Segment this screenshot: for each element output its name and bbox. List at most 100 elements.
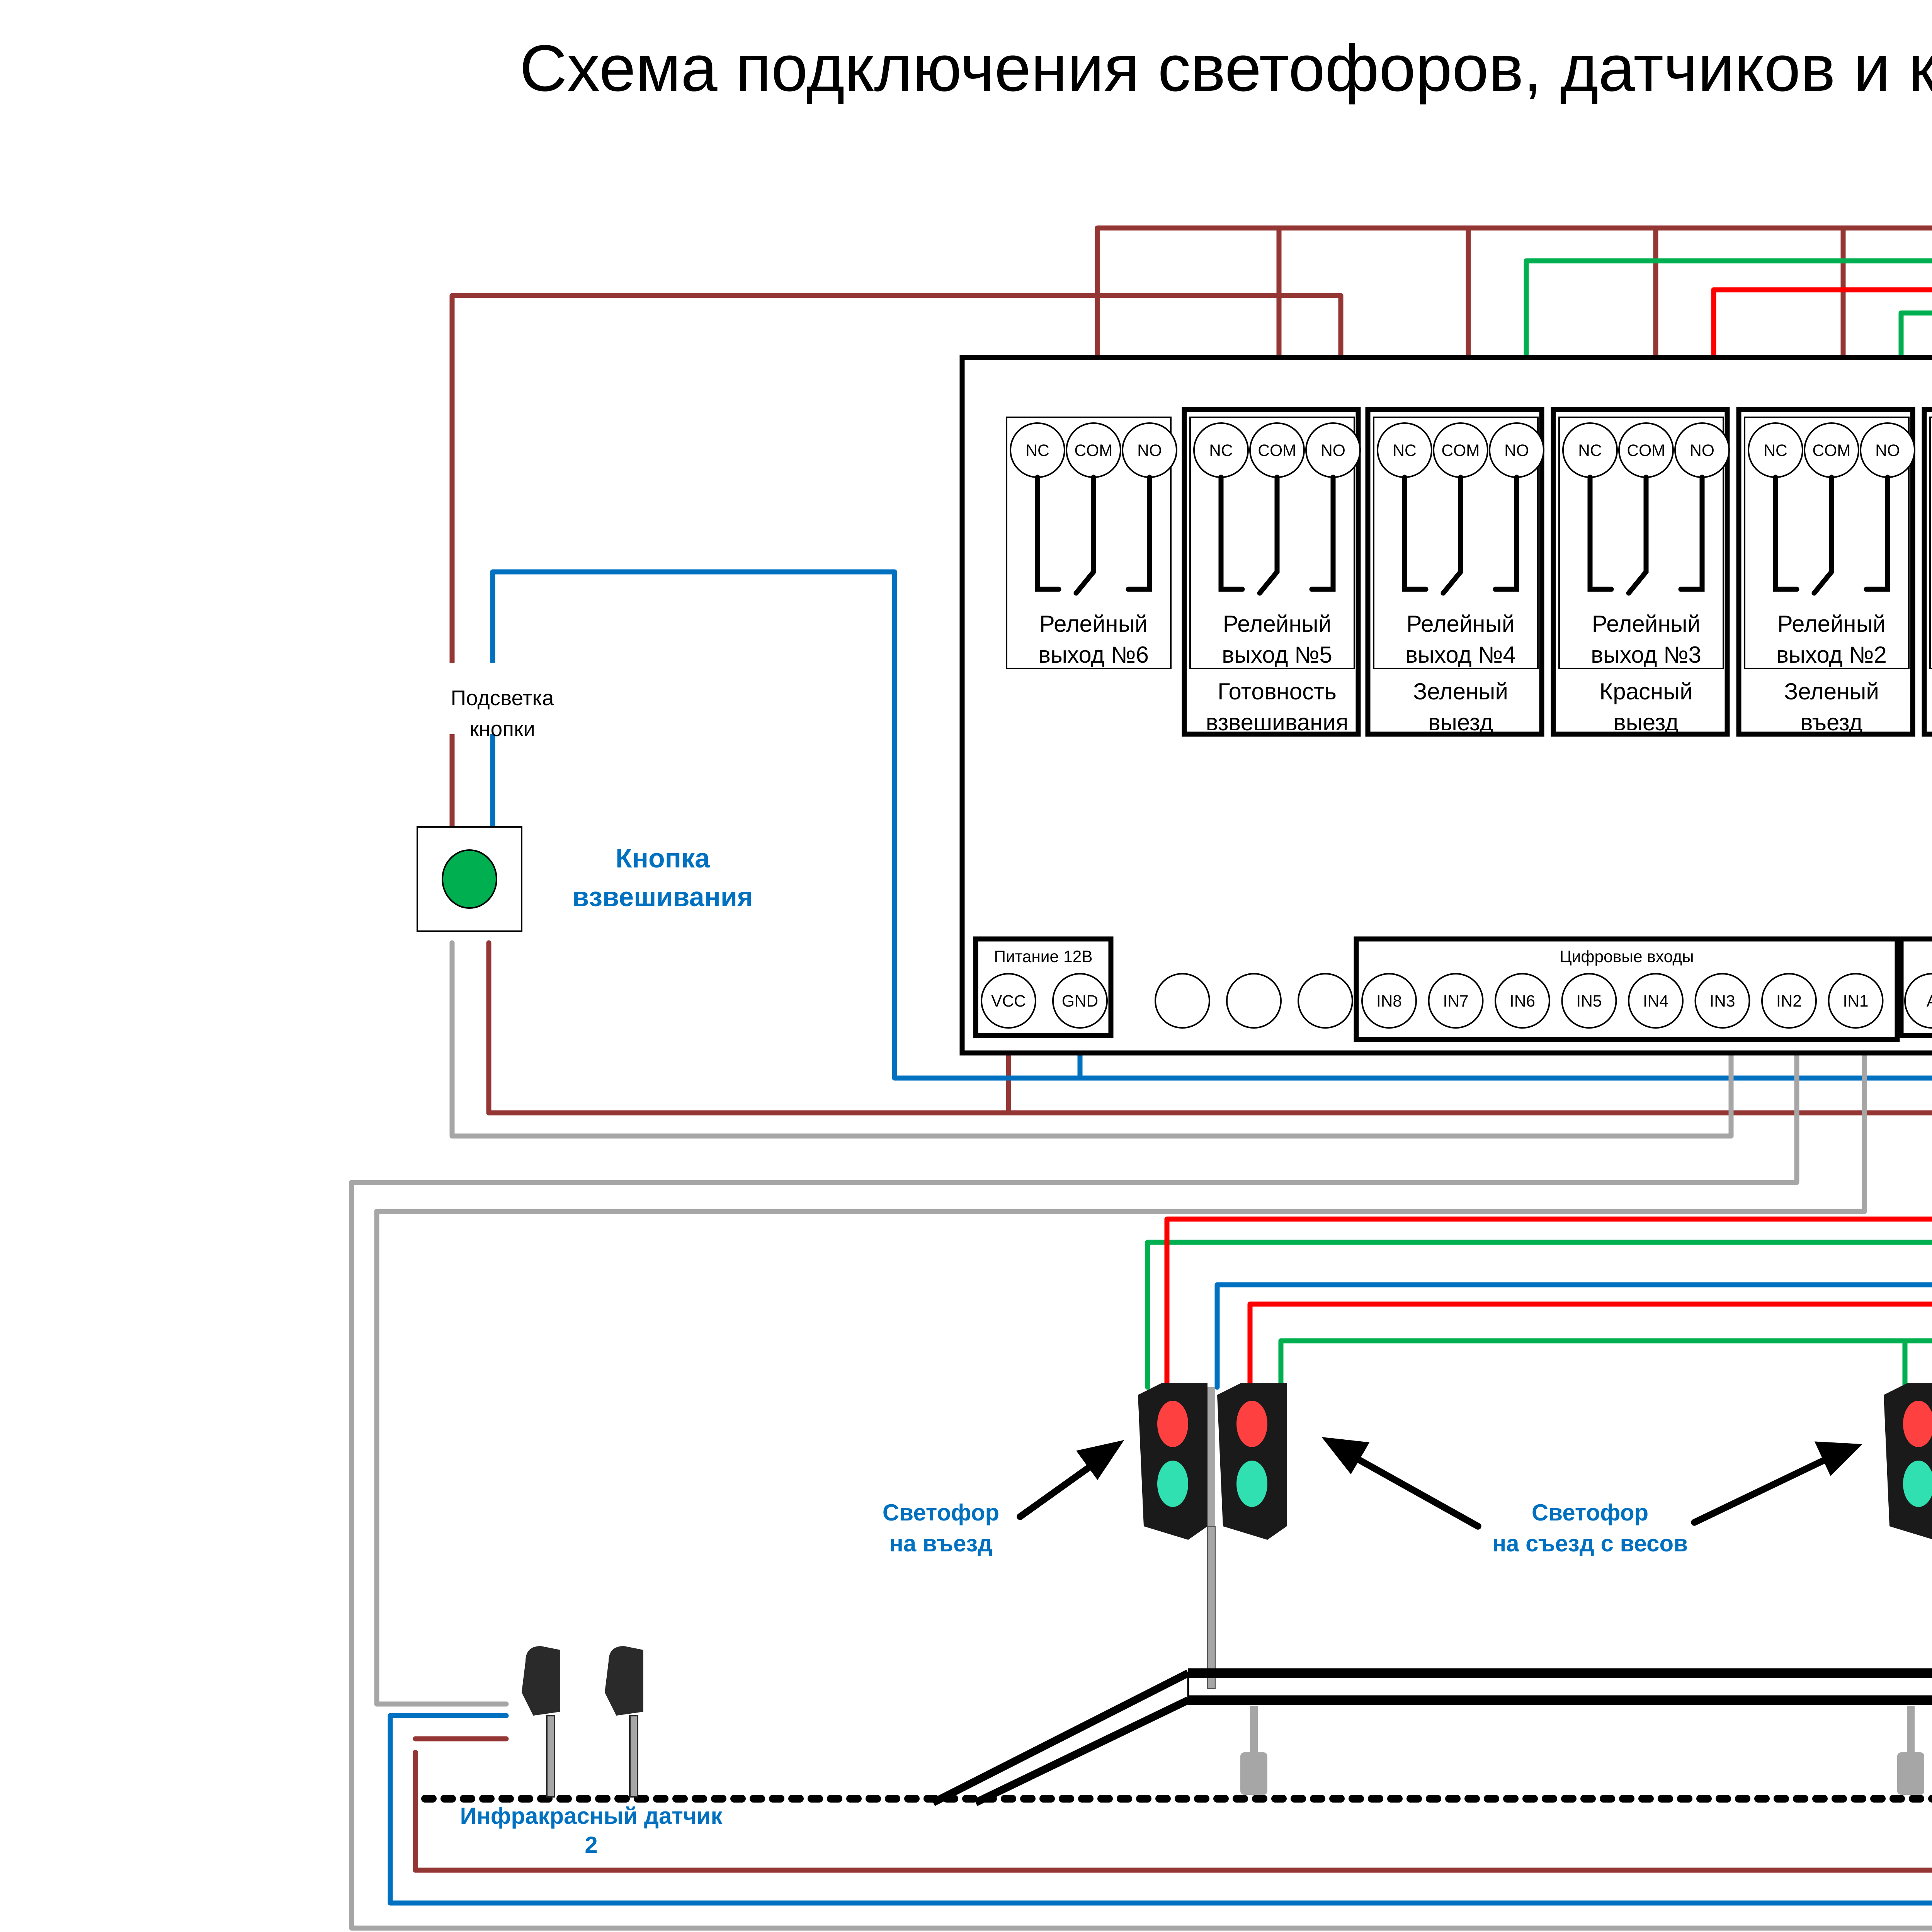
rs485-block: RS-485 AABB [1898, 936, 1932, 1038]
weighing-button-assembly: Подсветка кнопки Кнопка взвешивания [417, 663, 753, 932]
ir-sensor-post [629, 1715, 638, 1798]
terminal-in5 [1561, 973, 1617, 1029]
traffic-lights [1138, 1383, 1932, 1689]
terminal-in6 [1495, 973, 1550, 1029]
terminal-unused-3 [1298, 973, 1353, 1029]
backlight-label-2: кнопки [469, 717, 535, 741]
sensor2-label-1: Инфракрасный датчик [460, 1803, 723, 1829]
terminal-label: COM [1074, 442, 1112, 460]
ramp-left-inner [974, 1696, 1190, 1806]
button-label-1: Кнопка [616, 843, 710, 873]
weighing-button[interactable] [442, 849, 497, 909]
terminal-label: COM [1627, 442, 1665, 460]
contact-com [1626, 474, 1649, 596]
wire-grey-in1-sensor2 [374, 1052, 1867, 1707]
terminal-label: NO [1690, 442, 1714, 460]
wire-brown-relay5-no [449, 293, 1344, 830]
terminal-gnd-label: GND [1062, 992, 1098, 1010]
terminal-label: A [1927, 992, 1932, 1010]
wires [349, 225, 1932, 1931]
relay-label-1: Релейный [1223, 611, 1331, 637]
contact-no [1126, 474, 1152, 592]
contact-no [1309, 474, 1336, 592]
terminal-vcc [981, 973, 1036, 1029]
terminal-label: NO [1321, 442, 1345, 460]
green-lamp [1157, 1461, 1188, 1507]
backlight-label-1: Подсветка [451, 686, 554, 710]
wire-blue-sensor-psu [388, 1713, 1932, 1906]
relay-inner-frame [1929, 417, 1932, 669]
power-12v-block: Питание 12В VCC GND [973, 936, 1114, 1038]
wire-brown-top-bus [1095, 225, 1932, 416]
label-entry-left-2: на въезд [889, 1531, 993, 1556]
terminal-label: NC [1764, 442, 1787, 460]
terminal-label: NO [1504, 442, 1529, 460]
ir-sensor [522, 1646, 560, 1798]
arrow-exit-to-left [1343, 1449, 1481, 1530]
contact-no [1493, 474, 1519, 592]
terminal-label: IN7 [1443, 992, 1468, 1010]
sensor2-label-2: 2 [585, 1832, 597, 1858]
arrows [1017, 1437, 1863, 1530]
contact-nc [1402, 474, 1429, 592]
terminal-label: NC [1578, 442, 1602, 460]
relay-function-1: Зеленый [1784, 679, 1879, 704]
contact-com [1073, 474, 1096, 596]
red-lamp [1157, 1401, 1188, 1447]
relay-function-1: Красный [1599, 679, 1692, 704]
terminal-in1 [1828, 973, 1884, 1029]
relay-label-1: Релейный [1777, 611, 1886, 637]
relay-function-2: взвешивания [1206, 709, 1349, 735]
terminal-vcc-label: VCC [991, 992, 1026, 1010]
wire-blue-gnd-bus [490, 569, 1932, 1081]
wire-grey-in2-sensor2 [349, 1052, 1932, 1931]
load-cell-left [1240, 1752, 1267, 1795]
page-title: Схема подключения светофоров, датчиков и… [520, 32, 1932, 105]
red-lamp [1236, 1401, 1267, 1447]
relay-label-2: выход №3 [1591, 642, 1701, 668]
terminal-label: NC [1026, 442, 1049, 460]
wire-brown-sensor-psu [413, 1736, 1932, 1873]
terminal-rs485-a [1904, 973, 1932, 1029]
contact-nc [1218, 474, 1245, 592]
ir-sensor-post [546, 1715, 555, 1798]
traffic-light-pole-top [1208, 1387, 1215, 1526]
relay-function-2: въезд [1801, 709, 1863, 735]
terminal-in2 [1761, 973, 1817, 1029]
weighbridge [421, 1668, 1932, 1806]
relay-function-2: выезд [1614, 709, 1679, 735]
green-lamp [1236, 1461, 1267, 1507]
contact-com [1440, 474, 1463, 596]
contact-no [1864, 474, 1890, 592]
terminal-label: COM [1258, 442, 1296, 460]
green-lamp [1903, 1461, 1932, 1507]
relay-function-1: Готовность [1218, 679, 1337, 704]
label-exit-center-2: на съезд с весов [1492, 1531, 1688, 1556]
terminal-in3 [1694, 973, 1750, 1029]
load-cell-left-stem [1250, 1706, 1258, 1752]
contact-com [1811, 474, 1834, 596]
terminal-label: COM [1441, 442, 1480, 460]
power-block-title: Питание 12В [994, 948, 1092, 966]
ir-sensor [605, 1646, 643, 1798]
terminal-in7 [1428, 973, 1484, 1029]
relay-label-1: Релейный [1039, 611, 1148, 637]
terminal-label: IN1 [1843, 992, 1868, 1010]
contact-com [1257, 474, 1280, 596]
wire-brown-bottom-bus [486, 940, 1932, 1116]
contact-nc [1773, 474, 1799, 592]
backlight-label-bg [442, 663, 562, 734]
arrow-exit-to-right-head [1814, 1441, 1863, 1476]
wire-red-relay1 [1164, 1216, 1932, 1390]
relay-function-2: выезд [1428, 709, 1493, 735]
wire-green-relay2 [1145, 310, 1932, 1390]
relay-label-1: Релейный [1406, 611, 1515, 637]
terminal-label: NC [1393, 442, 1416, 460]
